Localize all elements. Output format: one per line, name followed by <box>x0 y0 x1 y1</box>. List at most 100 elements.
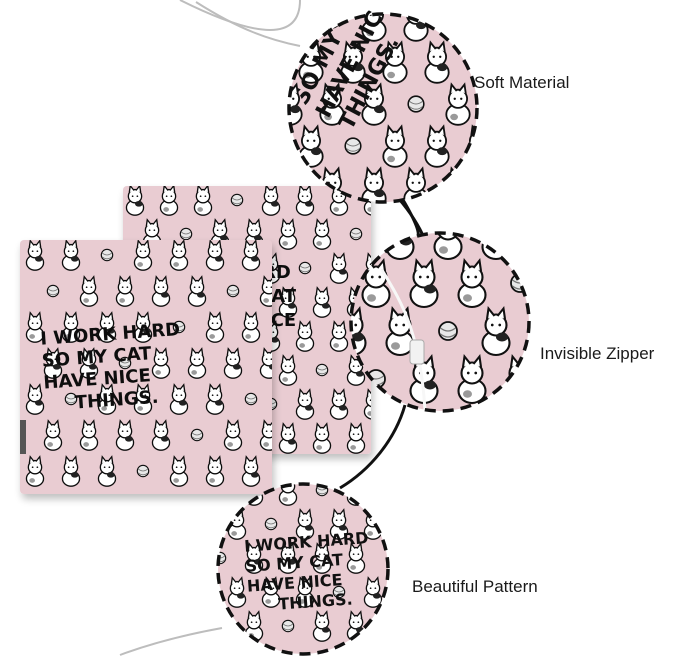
cat-doodle <box>159 186 179 216</box>
zipper-seam <box>380 269 427 411</box>
cat-doodle <box>312 542 332 574</box>
cat-doodle <box>169 455 189 487</box>
cat-doodle <box>295 576 315 608</box>
cat-doodle <box>361 257 391 309</box>
cat-doodle <box>382 40 408 84</box>
cat-doodle <box>193 186 213 216</box>
cat-doodle <box>312 610 332 642</box>
cat-doodle <box>481 305 511 357</box>
cat-doodle <box>445 82 471 126</box>
cat-doodle <box>363 388 371 420</box>
cat-doodle <box>151 419 171 451</box>
yarn-ball-doodle <box>323 14 341 29</box>
cat-doodle <box>151 347 171 379</box>
cat-doodle <box>61 240 81 271</box>
cat-doodle <box>227 576 247 608</box>
yarn-ball-doodle <box>470 53 477 71</box>
cat-doodle <box>125 186 145 216</box>
cat-doodle <box>312 286 332 318</box>
yarn-ball-doodle <box>230 193 244 207</box>
cat-doodle <box>25 383 45 415</box>
cat-doodle <box>241 240 261 271</box>
cat-doodle <box>61 455 81 487</box>
connector-line-lower <box>339 404 407 490</box>
zoom-pattern-cats <box>218 484 383 642</box>
feature-label-soft-material: Soft Material <box>474 73 570 92</box>
zoom-circle-beautiful-pattern: I WORK HARD SO MY CAT HAVE NICE THINGS. <box>216 482 390 656</box>
cat-doodle <box>329 320 349 352</box>
cat-doodle <box>205 311 225 343</box>
cat-doodle <box>43 419 63 451</box>
zipper-pull <box>409 339 425 365</box>
cat-doodle <box>289 14 303 42</box>
cat-doodle <box>25 311 45 343</box>
yarn-ball-doodle <box>332 585 346 599</box>
zoom-circle-soft-material: SO MY HAVE NIC THINGS. <box>287 7 479 204</box>
yarn-ball-doodle <box>226 284 240 298</box>
yarn-ball-doodle <box>344 137 362 155</box>
yarn-ball-doodle <box>244 392 258 406</box>
yarn-ball-doodle <box>438 321 458 341</box>
cat-doodle <box>223 347 243 379</box>
cat-doodle <box>133 311 153 343</box>
yarn-ball-doodle <box>298 261 312 275</box>
cat-doodle <box>261 576 281 608</box>
cat-doodle <box>187 275 207 307</box>
yarn-ball-doodle <box>100 248 114 262</box>
cat-doodle <box>79 419 99 451</box>
cat-doodle <box>97 383 117 415</box>
cat-doodle <box>382 124 408 168</box>
yarn-ball-doodle <box>407 95 425 113</box>
cat-doodle <box>445 14 471 42</box>
yarn-ball-doodle <box>349 227 363 241</box>
cat-doodle <box>244 542 264 574</box>
cat-doodle <box>61 311 81 343</box>
cat-doodle <box>187 347 207 379</box>
cat-doodle <box>241 455 261 487</box>
cat-doodle <box>295 508 315 540</box>
cat-doodle <box>295 186 315 216</box>
cat-doodle <box>329 388 349 420</box>
cat-doodle <box>312 422 332 454</box>
cat-doodle <box>25 455 45 487</box>
cat-doodle <box>241 311 261 343</box>
cat-doodle <box>319 82 345 126</box>
cat-doodle <box>312 218 332 250</box>
cat-doodle <box>261 186 281 216</box>
cat-doodle <box>329 252 349 284</box>
pillow-tag <box>20 420 26 454</box>
cat-doodle <box>205 240 225 271</box>
cat-doodle <box>409 257 439 309</box>
cat-doodle <box>346 542 366 574</box>
cat-doodle <box>115 419 135 451</box>
cat-doodle <box>259 419 272 451</box>
cat-doodle <box>244 218 264 250</box>
cat-doodle <box>223 419 243 451</box>
front-pillow-pattern <box>25 240 272 487</box>
cat-doodle <box>133 383 153 415</box>
cat-doodle <box>346 422 366 454</box>
cat-doodle <box>151 275 171 307</box>
yarn-ball-doodle <box>136 464 150 478</box>
cat-doodle <box>295 320 315 352</box>
yarn-ball-doodle <box>264 517 278 531</box>
yarn-ball-doodle <box>46 284 60 298</box>
feature-label-beautiful-pattern: Beautiful Pattern <box>412 577 538 596</box>
cat-doodle <box>278 542 298 574</box>
cat-doodle <box>457 257 487 309</box>
cat-doodle <box>278 354 298 386</box>
yarn-ball-doodle <box>118 356 132 370</box>
decorative-arc <box>179 0 301 31</box>
cat-doodle <box>259 347 272 379</box>
cat-doodle <box>340 40 366 84</box>
cat-doodle <box>385 233 415 261</box>
yarn-ball-doodle <box>172 320 186 334</box>
cat-doodle <box>278 422 298 454</box>
cat-doodle <box>409 353 439 405</box>
decorative-arc-top <box>195 1 301 47</box>
cat-doodle <box>466 124 477 168</box>
yarn-ball-doodle <box>510 273 529 293</box>
cat-doodle <box>169 383 189 415</box>
cat-doodle <box>115 275 135 307</box>
